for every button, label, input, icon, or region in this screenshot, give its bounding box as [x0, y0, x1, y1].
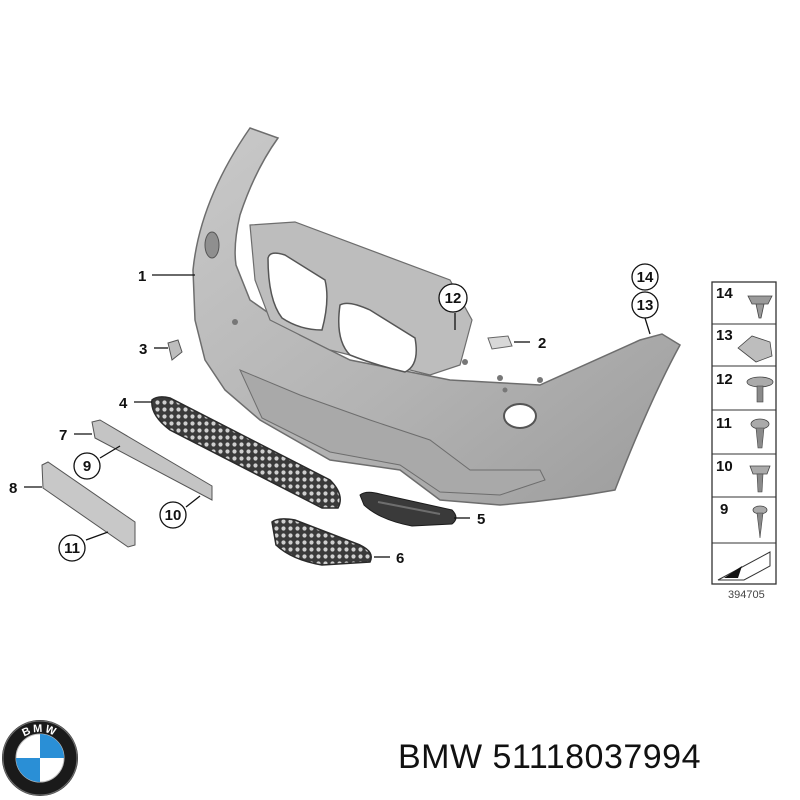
legend-9: 9: [720, 501, 728, 518]
svg-text:BMW: BMW: [20, 723, 59, 739]
legend-13: 13: [716, 327, 733, 344]
fastener-legend: 14 13 12 11 10 9: [711, 281, 777, 585]
part-6-grille: [271, 518, 372, 566]
callouts: 1 2 3 4 5 6 7 8 9 10 11 12 13 14: [9, 263, 659, 567]
legend-14: 14: [716, 285, 733, 302]
legend-12: 12: [716, 371, 733, 388]
callout-8: 8: [9, 480, 17, 497]
image-number: 394705: [728, 589, 765, 601]
callout-4: 4: [119, 395, 128, 412]
callout-3: 3: [139, 341, 147, 358]
brand-name: BMW: [398, 738, 483, 776]
flange-screw-icon: [749, 465, 771, 475]
bmw-logo: BMW: [2, 720, 78, 796]
callout-11: 11: [64, 540, 80, 557]
callout-1: 1: [138, 268, 146, 285]
legend-10: 10: [716, 458, 733, 475]
callout-6: 6: [396, 550, 404, 567]
callout-7: 7: [59, 427, 67, 444]
part-2-cap: [487, 335, 513, 350]
callout-12: 12: [445, 290, 462, 307]
part-4-grille: [151, 396, 341, 509]
bumper-cover: [192, 127, 682, 506]
callout-2: 2: [538, 335, 546, 352]
spring-clip-icon: [737, 335, 773, 363]
callout-5: 5: [477, 511, 485, 528]
part-7-bracket: [91, 419, 213, 501]
legend-11: 11: [716, 415, 732, 432]
callout-13: 13: [637, 297, 654, 314]
callout-9: 9: [83, 458, 91, 475]
push-rivet-icon: [747, 295, 773, 319]
callout-10: 10: [165, 507, 182, 524]
wedge-arrow-icon: [717, 551, 771, 581]
part-8-plate-base: [41, 461, 136, 548]
washer-screw-icon: [746, 376, 774, 388]
leader-lines: [24, 274, 651, 558]
part-3-clip: [167, 339, 183, 361]
screw-icon: [750, 418, 770, 430]
part-number: 51118037994: [492, 738, 702, 776]
brand-part-number: BMW 51118037994: [398, 738, 701, 777]
callout-14: 14: [637, 269, 654, 286]
